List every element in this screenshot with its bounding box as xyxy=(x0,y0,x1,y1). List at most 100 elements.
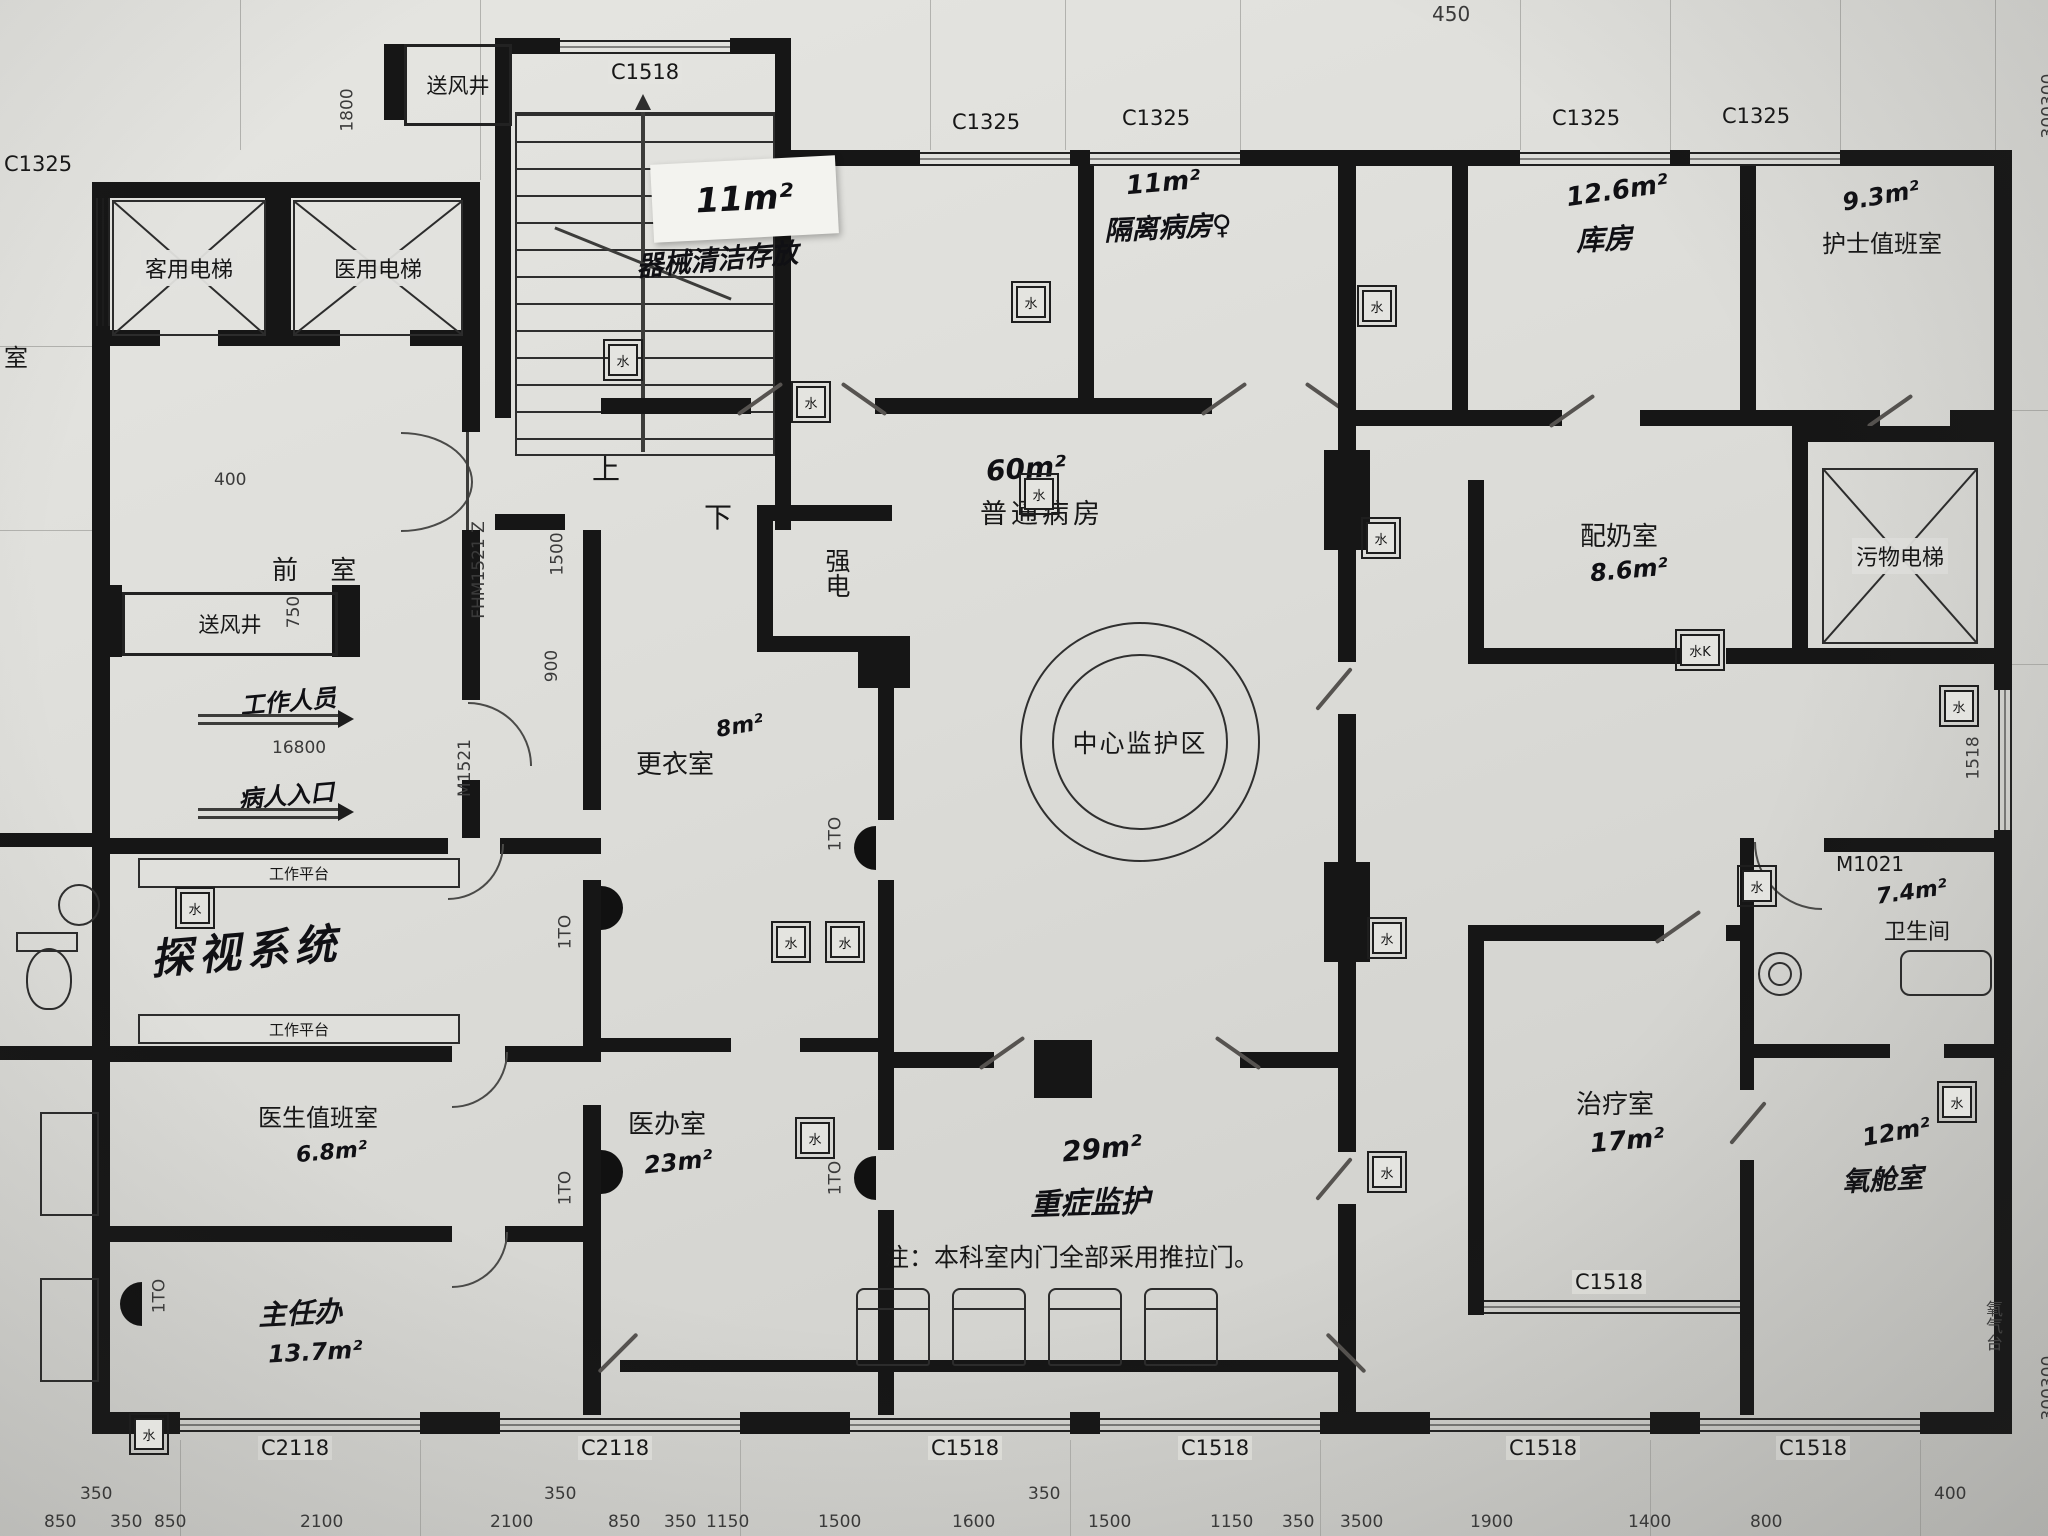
dimension-label: 1400 xyxy=(1628,1512,1672,1532)
room-label-storeroom: 库房 xyxy=(1575,221,1633,258)
water-point-symbol: 水 xyxy=(603,339,643,381)
bed-symbol xyxy=(952,1288,1026,1366)
room-label-air-shaft-left: 送风井 xyxy=(198,613,262,637)
wall xyxy=(1094,398,1212,414)
fixture-tag: 1TO xyxy=(825,1160,846,1196)
wall xyxy=(1994,830,2012,1412)
door-tag-m1521: M1521 xyxy=(454,739,475,797)
wall xyxy=(601,398,751,414)
central-monitoring-outer-circle xyxy=(1020,622,1260,862)
grid-line xyxy=(1920,1440,1921,1536)
window-tag: C1518 xyxy=(1572,1270,1647,1294)
bed-symbol xyxy=(40,1112,99,1216)
wall xyxy=(92,1226,452,1242)
dimension-label: 350 xyxy=(544,1484,577,1504)
room-label-central-monitoring: 中心监护区 xyxy=(1072,729,1208,758)
grid-line xyxy=(0,530,92,531)
grid-line xyxy=(1520,0,1521,150)
room-label-isolation-ward: 隔离病房♀ xyxy=(1103,209,1233,248)
room-label-visiting-system: 探视系统 xyxy=(148,918,345,985)
room-label-changing-room: 更衣室 xyxy=(636,750,715,780)
area-label-changing-room: 8m² xyxy=(714,710,766,743)
water-point-symbol: 水 xyxy=(129,1413,169,1455)
door-swing-mark xyxy=(1315,667,1353,711)
wall xyxy=(505,1226,601,1242)
door-arc xyxy=(452,1232,508,1288)
door-tag-m1021: M1021 xyxy=(1836,852,1905,876)
wall xyxy=(583,880,601,1050)
wall xyxy=(1356,410,1452,426)
dimension-label: 400 xyxy=(214,470,247,490)
central-monitoring-inner-circle: 中心监护区 xyxy=(1052,654,1228,830)
grid-line xyxy=(2012,664,2048,665)
stair-up-label: 上 xyxy=(592,453,621,486)
dimension-label: 300300 xyxy=(2038,1355,2048,1421)
wall xyxy=(495,38,511,418)
dimension-label: 450 xyxy=(1432,2,1471,26)
fixture-tag: 1TO xyxy=(149,1278,170,1314)
wall xyxy=(1792,426,2010,442)
door-swing-mark xyxy=(1315,1157,1353,1201)
door-disc xyxy=(120,1282,142,1326)
room-label-passenger-elevator: 客用电梯 xyxy=(140,250,238,286)
wall xyxy=(1740,410,1880,426)
room-label-bathroom: 卫生间 xyxy=(1884,920,1951,945)
dimension-label: 850 xyxy=(608,1512,641,1532)
window xyxy=(1998,690,2012,830)
wall xyxy=(1740,166,1756,414)
dimension-label: 1600 xyxy=(952,1512,996,1532)
wall xyxy=(1726,648,1792,664)
room-label-medical-office: 医办室 xyxy=(628,1110,707,1140)
area-label-nurse-duty: 9.3m² xyxy=(1840,175,1922,217)
sink-symbol xyxy=(58,884,100,926)
water-point-symbol: 水 xyxy=(791,381,831,423)
wall xyxy=(601,1038,731,1052)
arrow-line xyxy=(198,714,338,717)
wall xyxy=(757,505,773,652)
dimension-label: 1500 xyxy=(1088,1512,1132,1532)
paper-patch: 11m² xyxy=(650,155,839,243)
room-label-doctor-duty: 医生值班室 xyxy=(258,1104,378,1132)
water-point-symbol: 水 xyxy=(795,1117,835,1159)
grid-line xyxy=(1650,1440,1651,1536)
wall xyxy=(740,1412,850,1434)
door-disc xyxy=(854,826,876,870)
wall xyxy=(505,1046,601,1062)
wall xyxy=(462,780,480,838)
stair-down-label: 下 xyxy=(704,501,733,534)
grid-line xyxy=(1995,0,1996,150)
wall xyxy=(1640,410,1740,426)
door-swing-mark xyxy=(1729,1101,1767,1145)
double-door-arc xyxy=(401,482,473,532)
area-label-isolation-ward: 11m² xyxy=(1124,164,1202,202)
oxygen-stand-label: 氧气台 xyxy=(1982,1300,2002,1351)
room-label-milk-prep: 配奶室 xyxy=(1580,522,1659,552)
wall xyxy=(757,505,892,521)
work-platform-counter: 工作平台 xyxy=(138,1014,460,1044)
wall xyxy=(894,1052,994,1068)
dimension-label: 350 xyxy=(664,1512,697,1532)
column xyxy=(1034,1040,1092,1098)
area-label-medical-office: 23m² xyxy=(642,1144,715,1180)
wall xyxy=(1944,1044,2010,1058)
wall xyxy=(1484,925,1664,941)
wall xyxy=(620,1360,1345,1372)
wall xyxy=(1338,1204,1356,1415)
window xyxy=(1700,1418,1920,1432)
grid-line xyxy=(740,1440,741,1536)
grid-line xyxy=(1240,0,1241,150)
window xyxy=(850,1418,1070,1432)
wall xyxy=(1792,426,1808,664)
grid-line xyxy=(240,0,241,150)
wall xyxy=(1070,1412,1100,1434)
window-tag: C1325 xyxy=(1552,106,1621,130)
arrow-line xyxy=(198,808,338,811)
window-tag: C1325 xyxy=(952,110,1021,134)
wall xyxy=(775,38,791,530)
window-tag: C1518 xyxy=(1776,1436,1851,1460)
water-point-symbol: 水 xyxy=(175,887,215,929)
room-label-treatment-room: 治疗室 xyxy=(1576,1090,1655,1120)
bed-symbol xyxy=(1048,1288,1122,1366)
grid-line xyxy=(930,0,931,150)
